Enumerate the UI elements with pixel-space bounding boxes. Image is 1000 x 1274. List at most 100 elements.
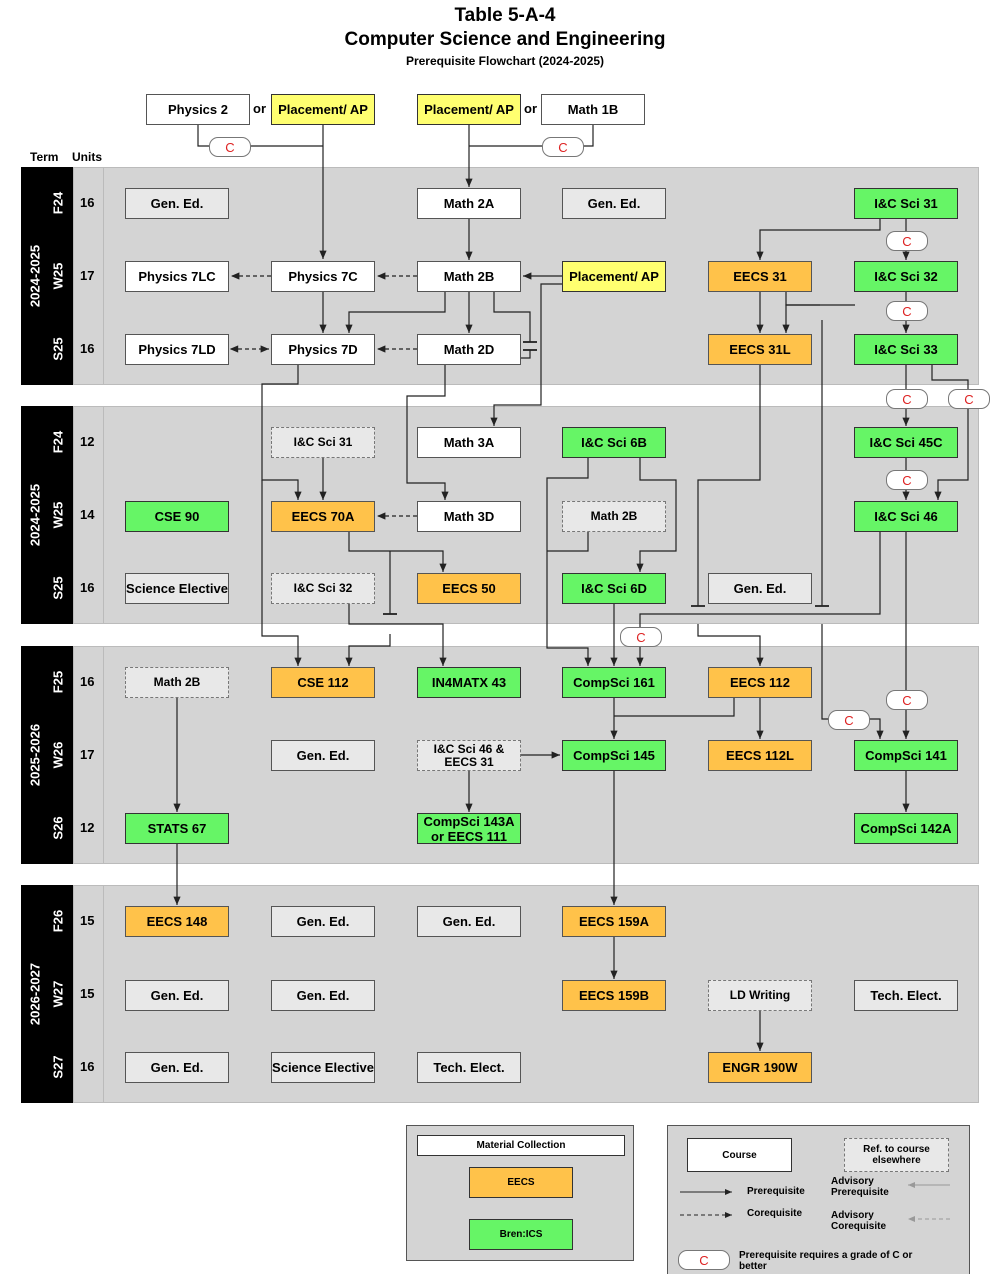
prerequisite-arrow [345,634,391,666]
course-ge4[interactable]: Gen. Ed. [271,740,375,771]
course-eecs31[interactable]: EECS 31 [708,261,812,292]
legend-grade-badge: C [678,1250,730,1270]
units-value: 14 [80,507,95,522]
units-column [73,406,104,624]
course-ldw[interactable]: LD Writing [708,980,812,1011]
course-ref31[interactable]: I&C Sci 31 [271,427,375,458]
or-label: or [253,101,266,116]
course-cs141[interactable]: CompSci 141 [854,740,958,771]
course-ics45c[interactable]: I&C Sci 45C [854,427,958,458]
page-subtitle: Prerequisite Flowchart (2024-2025) [405,54,605,68]
prerequisite-arrow [782,304,855,333]
course-p7lc[interactable]: Physics 7LC [125,261,229,292]
course-ics31[interactable]: I&C Sci 31 [854,188,958,219]
course-p7d[interactable]: Physics 7D [271,334,375,365]
course-ref2b[interactable]: Math 2B [562,501,666,532]
course-ge5[interactable]: Gen. Ed. [271,906,375,937]
course-ics32[interactable]: I&C Sci 32 [854,261,958,292]
course-p7c[interactable]: Physics 7C [271,261,375,292]
legend-adv-prereq: Advisory Prerequisite [831,1176,889,1198]
course-cs161[interactable]: CompSci 161 [562,667,666,698]
units-value: 12 [80,820,95,835]
course-math2b[interactable]: Math 2B [417,261,521,292]
course-p7ld[interactable]: Physics 7LD [125,334,229,365]
legend-bren: Bren:ICS [469,1219,573,1250]
course-cs145[interactable]: CompSci 145 [562,740,666,771]
prerequisite-arrow [934,407,969,500]
prerequisite-arrow [406,364,449,500]
course-stats67[interactable]: STATS 67 [125,813,229,844]
prerequisite-arrow [547,531,589,552]
course-eecs112l[interactable]: EECS 112L [708,740,812,771]
course-phys2[interactable]: Physics 2 [146,94,250,125]
units-column [73,167,104,385]
course-ge8[interactable]: Gen. Ed. [271,980,375,1011]
course-math3d[interactable]: Math 3D [417,501,521,532]
units-value: 16 [80,195,95,210]
course-eecs50[interactable]: EECS 50 [417,573,521,604]
course-ge2[interactable]: Gen. Ed. [562,188,666,219]
course-math2a[interactable]: Math 2A [417,188,521,219]
course-ge3[interactable]: Gen. Ed. [708,573,812,604]
grade-c-badge: C [828,710,870,730]
or-label: or [524,101,537,116]
page-title: Computer Science and Engineering [344,29,666,50]
course-ref2b2[interactable]: Math 2B [125,667,229,698]
prerequisite-arrow [868,718,884,739]
course-in43[interactable]: IN4MATX 43 [417,667,521,698]
course-place1[interactable]: Placement/ AP [271,94,375,125]
prerequisite-arrow [348,603,447,666]
course-ge6[interactable]: Gen. Ed. [417,906,521,937]
prerequisite-arrow [345,291,446,333]
course-ref32[interactable]: I&C Sci 32 [271,573,375,604]
course-ge7[interactable]: Gen. Ed. [125,980,229,1011]
course-cs143a[interactable]: CompSci 143A or EECS 111 [417,813,521,844]
legend-ref: Ref. to course elsewhere [844,1138,949,1172]
course-math2d[interactable]: Math 2D [417,334,521,365]
grade-c-badge: C [886,690,928,710]
course-math3a[interactable]: Math 3A [417,427,521,458]
grade-c-badge: C [542,137,584,157]
course-eecs159b[interactable]: EECS 159B [562,980,666,1011]
prerequisite-arrow [261,364,302,500]
units-column [73,646,104,864]
legend-coreq: Corequisite [747,1208,803,1219]
course-cs142a[interactable]: CompSci 142A [854,813,958,844]
course-eecs112[interactable]: EECS 112 [708,667,812,698]
prerequisite-arrow [756,218,881,260]
course-cse90[interactable]: CSE 90 [125,501,229,532]
prerequisite-arrow [348,531,447,572]
course-eecs31l[interactable]: EECS 31L [708,334,812,365]
legend-course: Course [687,1138,792,1172]
course-ge1[interactable]: Gen. Ed. [125,188,229,219]
grade-c-badge: C [948,389,990,409]
course-ics6b[interactable]: I&C Sci 6B [562,427,666,458]
legend-key: Course Ref. to course elsewhere Prerequi… [667,1125,970,1274]
course-cse112[interactable]: CSE 112 [271,667,375,698]
units-value: 17 [80,268,95,283]
units-value: 15 [80,986,95,1001]
legend-eecs: EECS [469,1167,573,1198]
course-ics33[interactable]: I&C Sci 33 [854,334,958,365]
course-ics6d[interactable]: I&C Sci 6D [562,573,666,604]
course-ics46[interactable]: I&C Sci 46 [854,501,958,532]
grade-c-badge: C [209,137,251,157]
course-ref46[interactable]: I&C Sci 46 & EECS 31 [417,740,521,771]
course-te2[interactable]: Tech. Elect. [417,1052,521,1083]
course-place3[interactable]: Placement/ AP [562,261,666,292]
units-value: 15 [80,913,95,928]
course-engr190w[interactable]: ENGR 190W [708,1052,812,1083]
course-math1b[interactable]: Math 1B [541,94,645,125]
course-scel2[interactable]: Science Elective [271,1052,375,1083]
prerequisite-arrow [697,624,764,666]
course-eecs70a[interactable]: EECS 70A [271,501,375,532]
course-ge9[interactable]: Gen. Ed. [125,1052,229,1083]
course-te1[interactable]: Tech. Elect. [854,980,958,1011]
course-scel1[interactable]: Science Elective [125,573,229,604]
course-eecs148[interactable]: EECS 148 [125,906,229,937]
course-eecs159a[interactable]: EECS 159A [562,906,666,937]
course-place2[interactable]: Placement/ AP [417,94,521,125]
